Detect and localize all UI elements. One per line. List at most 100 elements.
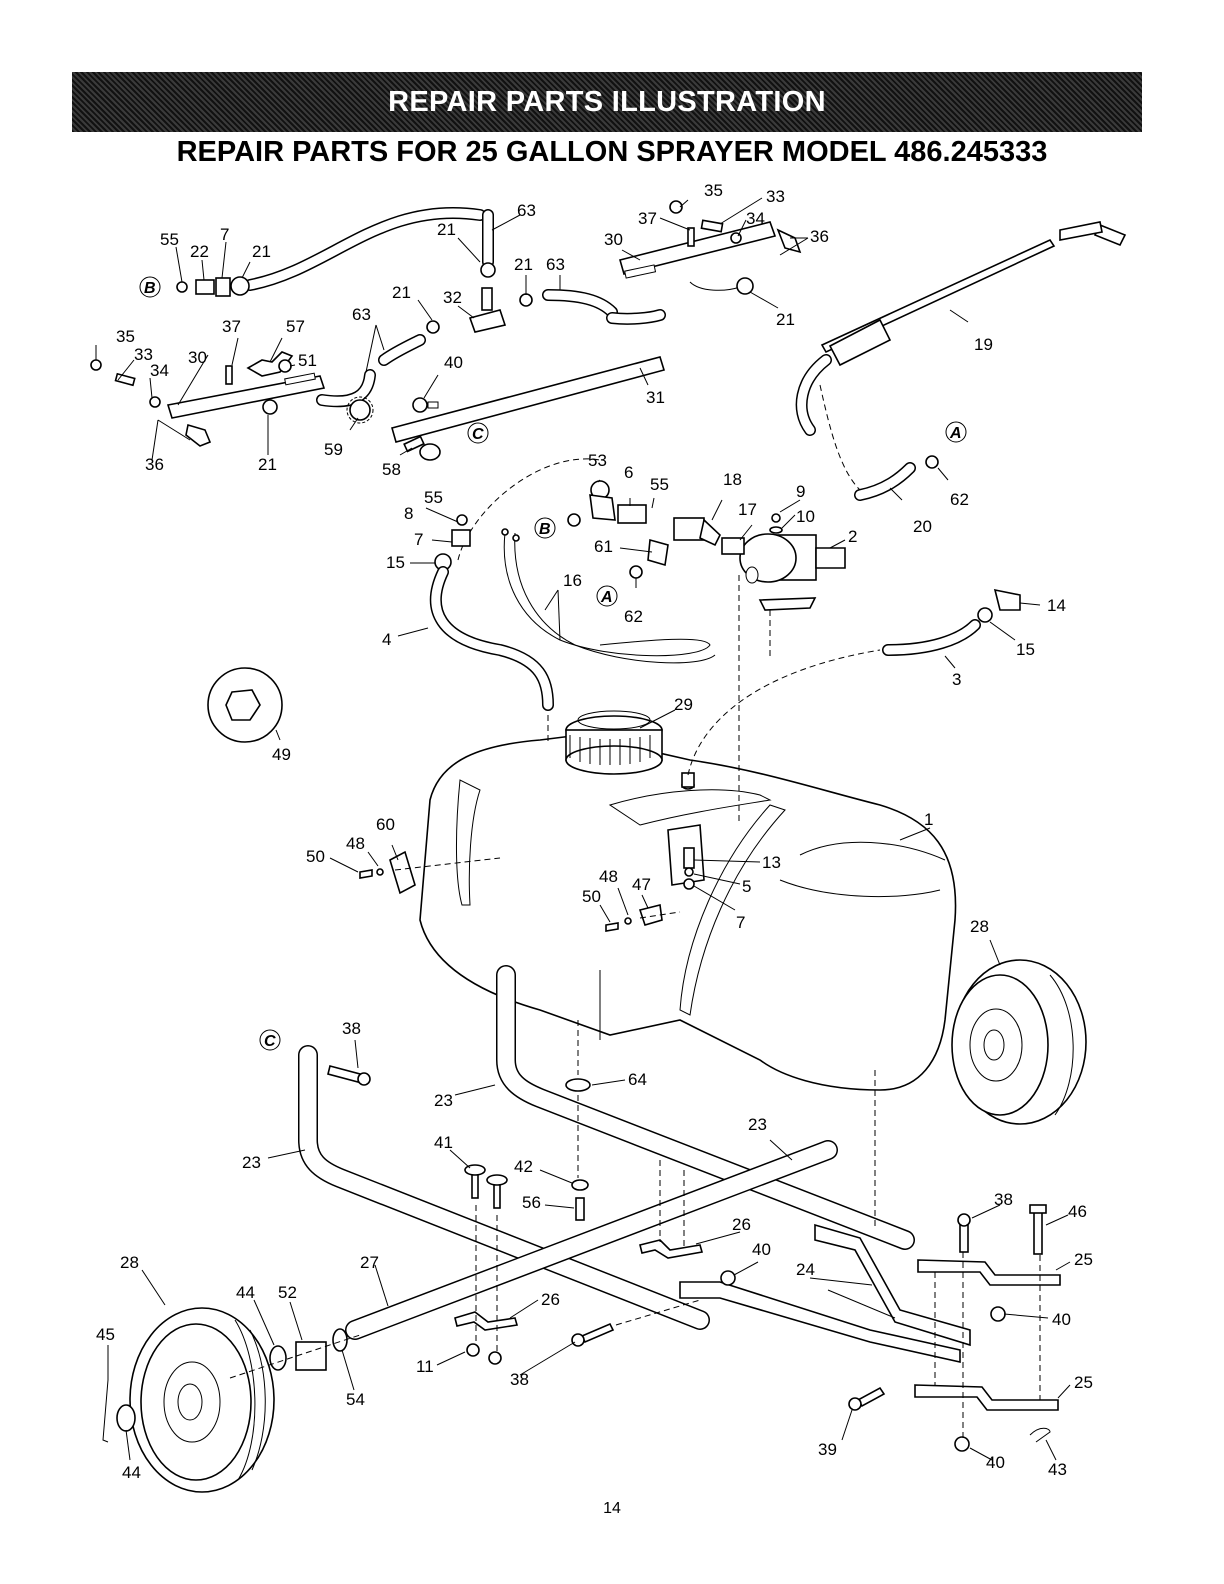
part-label: 11	[416, 1357, 434, 1376]
part-labels: 55 22 7 21 63 21 21 63 21 32 63 35 33 34…	[96, 181, 1093, 1482]
part-label: 45	[96, 1325, 115, 1344]
part-label: 54	[346, 1390, 365, 1409]
part-label: 55	[650, 475, 669, 494]
part-label: 48	[346, 834, 365, 853]
part-label: 7	[736, 913, 745, 932]
part-label: 47	[632, 875, 651, 894]
part-label: 20	[913, 517, 932, 536]
part-label: 32	[443, 288, 462, 307]
right-wheel	[951, 959, 1087, 1125]
part-label: 39	[818, 1440, 837, 1459]
part-label: 23	[242, 1153, 261, 1172]
part-label: 49	[272, 745, 291, 764]
part-label: 57	[286, 317, 305, 336]
part-label: 21	[252, 242, 271, 261]
part-label: 25	[1074, 1373, 1093, 1392]
tank	[389, 710, 957, 1091]
part-label: 56	[522, 1193, 541, 1212]
part-label: 63	[546, 255, 565, 274]
part-label: 15	[1016, 640, 1035, 659]
part-label: 4	[382, 630, 391, 649]
part-label: 44	[236, 1283, 255, 1302]
part-label: 21	[514, 255, 533, 274]
part-label: 36	[145, 455, 164, 474]
part-label: 29	[674, 695, 693, 714]
assembly-lines	[229, 384, 1041, 1440]
part-label: 40	[444, 353, 463, 372]
part-label: 18	[723, 470, 742, 489]
part-label: 17	[738, 500, 757, 519]
frame	[298, 965, 1061, 1411]
plumbing	[90, 200, 1127, 743]
part-label: 9	[796, 482, 805, 501]
part-label: 64	[628, 1070, 647, 1089]
part-label: 3	[952, 670, 961, 689]
part-label: 59	[324, 440, 343, 459]
part-label: 23	[748, 1115, 767, 1134]
part-label: 58	[382, 460, 401, 479]
hardware	[327, 847, 1051, 1452]
part-label: 33	[134, 345, 153, 364]
part-label: 37	[638, 209, 657, 228]
part-label: 10	[796, 507, 815, 526]
part-label: 15	[386, 553, 405, 572]
part-label: 40	[752, 1240, 771, 1259]
part-label: 41	[434, 1133, 453, 1152]
part-label: 44	[122, 1463, 141, 1482]
part-label: 42	[514, 1157, 533, 1176]
part-label: 51	[298, 351, 317, 370]
callout-c-upper: C	[472, 426, 484, 443]
callout-b-center: B	[539, 521, 551, 538]
part-label: 28	[970, 917, 989, 936]
part-label: 38	[342, 1019, 361, 1038]
part-label: 5	[742, 877, 751, 896]
part-label: 21	[258, 455, 277, 474]
part-label: 38	[994, 1190, 1013, 1209]
part-label: 21	[776, 310, 795, 329]
part-label: 62	[624, 607, 643, 626]
part-label: 63	[352, 305, 371, 324]
part-label: 28	[120, 1253, 139, 1272]
part-label: 38	[510, 1370, 529, 1389]
left-wheel	[102, 1307, 348, 1493]
callout-c-lower: C	[264, 1033, 276, 1050]
part-label: 63	[517, 201, 536, 220]
part-label: 55	[160, 230, 179, 249]
part-label: 37	[222, 317, 241, 336]
callout-a-upper: A	[949, 425, 962, 442]
part-label: 24	[796, 1260, 815, 1279]
part-label: 27	[360, 1253, 379, 1272]
part-label: 14	[1047, 596, 1066, 615]
part-label: 61	[594, 537, 613, 556]
section-banner: REPAIR PARTS ILLUSTRATION	[72, 72, 1142, 132]
part-label: 40	[986, 1453, 1005, 1472]
part-label: 36	[810, 227, 829, 246]
part-label: 35	[704, 181, 723, 200]
part-label: 50	[582, 887, 601, 906]
part-label: 23	[434, 1091, 453, 1110]
part-label: 22	[190, 242, 209, 261]
part-label: 7	[220, 225, 229, 244]
leader-lines	[95, 197, 1071, 1461]
page-number: 14	[603, 1500, 621, 1517]
part-label: 40	[1052, 1310, 1071, 1329]
part-label: 31	[646, 388, 665, 407]
callout-markers: B C A B A C	[139, 276, 967, 1051]
part-label: 13	[762, 853, 781, 872]
part-label: 21	[437, 220, 456, 239]
part-label: 26	[732, 1215, 751, 1234]
part-label: 53	[588, 451, 607, 470]
part-label: 52	[278, 1283, 297, 1302]
part-label: 8	[404, 504, 413, 523]
part-label: 1	[924, 810, 933, 829]
part-label: 34	[746, 209, 765, 228]
part-label: 60	[376, 815, 395, 834]
part-label: 43	[1048, 1460, 1067, 1479]
part-label: 21	[392, 283, 411, 302]
part-label: 30	[188, 348, 207, 367]
part-label: 33	[766, 187, 785, 206]
part-label: 55	[424, 488, 443, 507]
part-label: 30	[604, 230, 623, 249]
part-label: 62	[950, 490, 969, 509]
